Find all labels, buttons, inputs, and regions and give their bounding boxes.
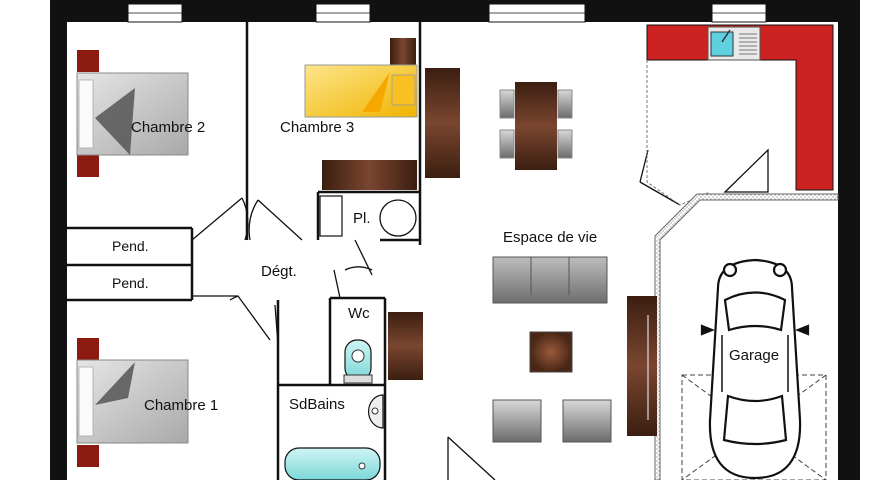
bed-chambre-2 bbox=[76, 50, 189, 177]
room-label-placard: Pl. bbox=[353, 210, 371, 227]
room-label-wc: Wc bbox=[348, 305, 370, 322]
room-label-chambre-3: Chambre 3 bbox=[280, 119, 355, 136]
room-label-espace-de-vie: Espace de vie bbox=[503, 229, 598, 246]
room-label-garage: Garage bbox=[729, 347, 780, 364]
living-furniture bbox=[388, 82, 657, 443]
room-label-chambre-2: Chambre 2 bbox=[131, 119, 206, 136]
room-label-sdbains: SdBains bbox=[289, 396, 345, 413]
room-label-degagement: Dégt. bbox=[261, 263, 297, 280]
room-label-pend-1: Pend. bbox=[112, 238, 149, 254]
bed-chambre-1 bbox=[76, 338, 189, 467]
room-label-pend-2: Pend. bbox=[112, 275, 149, 291]
bed-chambre-3 bbox=[304, 38, 460, 190]
room-label-chambre-1: Chambre 1 bbox=[144, 397, 219, 414]
car-icon bbox=[700, 258, 810, 480]
wc-bath-fixtures bbox=[284, 339, 384, 480]
placard-fixture bbox=[319, 195, 417, 237]
exterior-walls bbox=[50, 0, 860, 480]
kitchen bbox=[646, 24, 834, 206]
